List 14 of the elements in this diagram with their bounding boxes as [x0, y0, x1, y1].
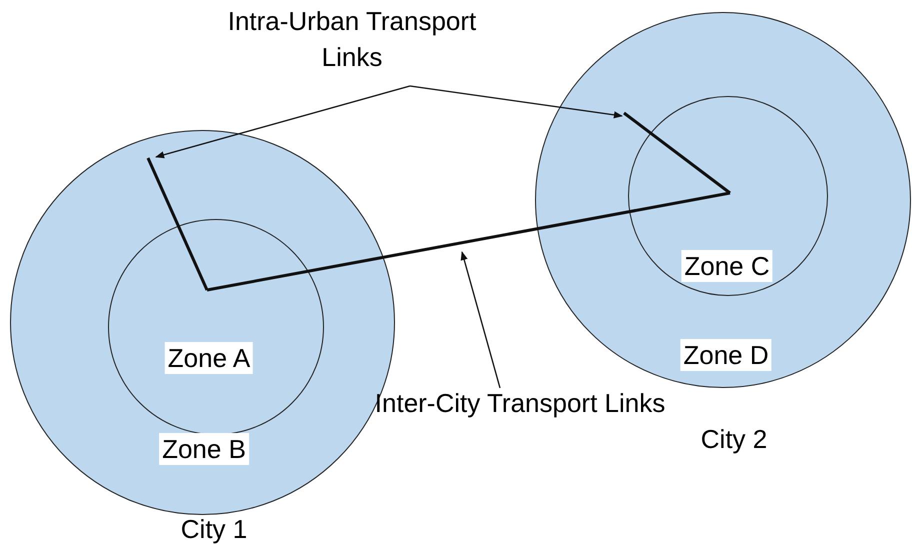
callout-text: Intra-Urban Transport Links — [227, 3, 477, 75]
leader-line — [460, 251, 501, 388]
zone-label: Zone D — [680, 339, 772, 371]
city-label: City 1 — [180, 513, 248, 545]
transport-link — [623, 112, 731, 194]
leader-line — [155, 85, 410, 158]
transport-link — [206, 192, 730, 292]
zone-label: Zone A — [164, 342, 254, 374]
zone-label: Zone B — [159, 433, 249, 465]
leader-line — [410, 85, 623, 118]
zone-label: Zone C — [681, 250, 773, 282]
transport-link — [146, 157, 208, 291]
callout-text: Inter-City Transport Links — [370, 385, 670, 421]
city-label: City 2 — [700, 423, 768, 455]
